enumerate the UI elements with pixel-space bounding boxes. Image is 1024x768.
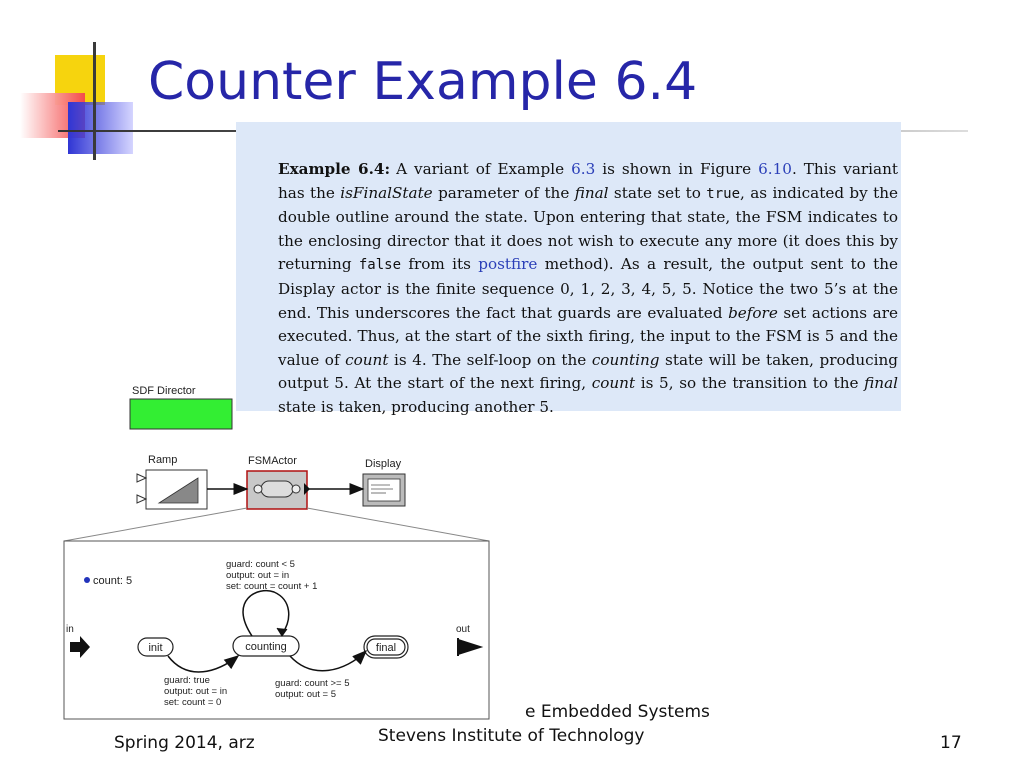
state-counting[interactable]: [232, 635, 300, 657]
text-run: state will be taken, producing output 5.…: [278, 350, 898, 393]
footer-course: e Embedded Systems: [525, 702, 710, 722]
example-box: Example 6.4: A variant of Example 6.3 is …: [236, 122, 901, 416]
text-run: A variant of Example: [396, 160, 572, 178]
text-run: method). As a result, the output sent to…: [278, 255, 898, 322]
example-text: Example 6.4: A variant of Example 6.3 is …: [278, 158, 898, 420]
decor-blue-square: [68, 102, 133, 154]
ramp-label: Ramp: [148, 454, 177, 466]
state-init-label: init: [148, 642, 162, 654]
text-italic: final: [574, 183, 609, 202]
example-link[interactable]: 6.3: [571, 160, 596, 178]
slide-title: Counter Example 6.4: [148, 52, 698, 112]
self-loop-guard: guard: count < 5: [226, 559, 295, 570]
sdf-director[interactable]: [129, 398, 233, 430]
state-init[interactable]: [137, 637, 174, 657]
final-output: output: out = 5: [275, 689, 336, 700]
text-run: set actions are executed. Thus, at the s…: [278, 303, 898, 369]
text-run: state set to: [608, 183, 707, 202]
ramp-port-icon: [136, 473, 148, 483]
text-code: true: [706, 185, 740, 202]
ramp-icon: [157, 477, 199, 504]
text-italic: isFinalState: [340, 183, 433, 202]
text-run: , as indicated by the double outline aro…: [278, 183, 898, 274]
init-set: set: count = 0: [164, 697, 221, 708]
fsm-state-icon: [260, 480, 294, 498]
out-port-label: out: [456, 624, 470, 635]
ramp-port-icon: [136, 494, 148, 504]
init-guard: guard: true: [164, 675, 210, 686]
text-italic: before: [728, 303, 778, 322]
text-run: is shown in Figure: [595, 160, 759, 178]
counting-to-final-transition: [289, 649, 368, 672]
state-final-label: final: [376, 642, 396, 654]
self-loop-transition: [242, 590, 290, 637]
text-italic: counting: [591, 350, 660, 369]
in-port-icon: [70, 636, 90, 658]
fsm-detail-panel: [63, 540, 490, 720]
init-output: output: out = in: [164, 686, 227, 697]
in-port-label: in: [66, 624, 74, 635]
fsm-node-icon: [253, 484, 263, 494]
director-label: SDF Director: [132, 385, 196, 397]
out-port-icon: [457, 638, 484, 656]
figure-link[interactable]: 6.10: [758, 160, 792, 178]
decor-vertical-line: [93, 42, 96, 160]
text-code: false: [358, 257, 402, 274]
self-loop-set: set: count = count + 1: [226, 581, 317, 592]
count-param: count: 5: [93, 575, 132, 587]
footer-institution: Stevens Institute of Technology: [378, 726, 645, 746]
text-run: from its: [401, 255, 479, 274]
self-loop-output: output: out = in: [226, 570, 289, 581]
init-to-counting-transition: [167, 655, 240, 673]
text-italic: count: [345, 350, 389, 369]
fsm-label: FSMActor: [248, 455, 297, 467]
state-counting-label: counting: [245, 641, 287, 653]
fsm-node-icon: [291, 484, 301, 494]
final-guard: guard: count >= 5: [275, 678, 349, 689]
display-label: Display: [365, 458, 402, 470]
text-run: is 4. The self-loop on the: [388, 350, 592, 369]
zoom-line: [306, 507, 490, 542]
text-run: . This variant has the: [278, 160, 898, 202]
example-label: Example 6.4:: [278, 160, 391, 178]
text-run: is 5, so the transition to the: [635, 374, 865, 393]
footer-semester: Spring 2014, arz: [114, 733, 255, 753]
text-run: state is taken, producing another 5.: [278, 397, 554, 416]
text-italic: count: [591, 374, 636, 393]
postfire-link[interactable]: postfire: [478, 255, 538, 274]
text-run: parameter of the: [432, 183, 575, 202]
page-number: 17: [940, 733, 962, 753]
param-dot-icon: [84, 577, 90, 583]
state-final[interactable]: [363, 635, 409, 659]
display-screen-icon: [367, 478, 401, 502]
text-italic: final: [864, 374, 898, 393]
zoom-line: [63, 507, 248, 542]
